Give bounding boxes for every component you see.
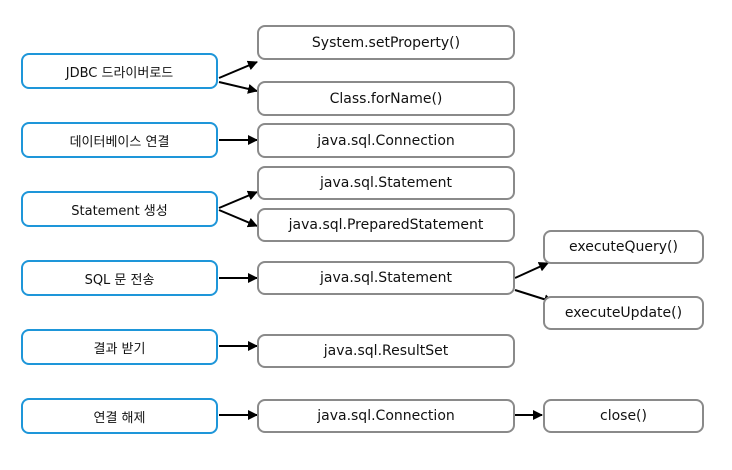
arrow-driver-setproperty xyxy=(218,60,258,79)
method-executeupdate: executeUpdate() xyxy=(543,296,704,330)
step-close-connection: 연결 해제 xyxy=(21,398,218,434)
class-connection-close: java.sql.Connection xyxy=(257,399,515,433)
step-receive-result: 결과 받기 xyxy=(21,329,218,365)
class-statement: java.sql.Statement xyxy=(257,166,515,200)
step-create-statement: Statement 생성 xyxy=(21,191,218,227)
step-driver-load: JDBC 드라이버로드 xyxy=(21,53,218,89)
class-connection: java.sql.Connection xyxy=(257,123,515,158)
step-send-sql: SQL 문 전송 xyxy=(21,260,218,296)
arrow-statement-executequery xyxy=(514,262,549,279)
class-class-forname: Class.forName() xyxy=(257,81,515,116)
arrow-driver-forname xyxy=(218,81,258,94)
class-prepared-statement: java.sql.PreparedStatement xyxy=(257,208,515,242)
arrow-statement-statement xyxy=(218,190,258,209)
class-resultset: java.sql.ResultSet xyxy=(257,334,515,368)
step-db-connect: 데이터베이스 연결 xyxy=(21,122,218,158)
class-statement-send: java.sql.Statement xyxy=(257,261,515,295)
arrow-statement-prepared xyxy=(218,209,258,228)
method-close: close() xyxy=(543,399,704,433)
class-system-setproperty: System.setProperty() xyxy=(257,25,515,60)
method-executequery: executeQuery() xyxy=(543,230,704,264)
